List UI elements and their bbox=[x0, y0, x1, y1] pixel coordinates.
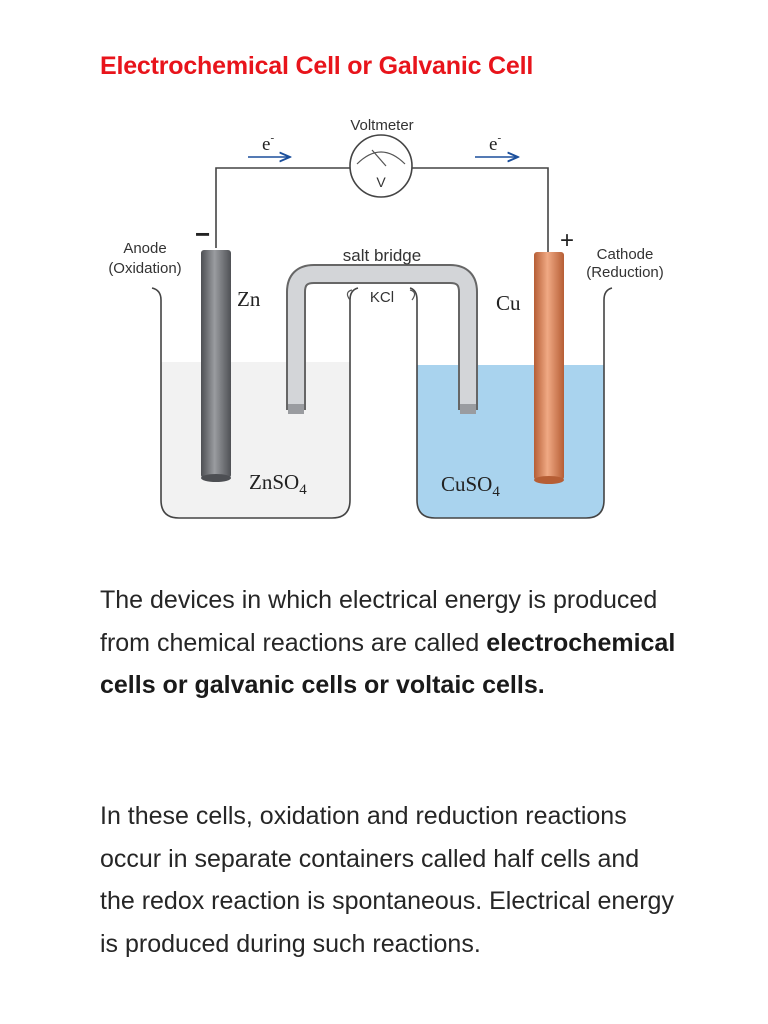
salt-bridge bbox=[286, 264, 478, 414]
znso4-solution bbox=[161, 362, 350, 518]
svg-text:Cathode: Cathode bbox=[597, 246, 654, 263]
zinc-electrode bbox=[201, 250, 231, 478]
svg-text:e-: e- bbox=[489, 132, 501, 155]
electron-flow-left: e- bbox=[248, 132, 290, 157]
salt-bridge-label: salt bridge bbox=[343, 246, 421, 265]
description-paragraph: In these cells, oxidation and reduction … bbox=[100, 802, 674, 958]
svg-text:KCl: KCl bbox=[370, 289, 394, 306]
svg-text:Anode: Anode bbox=[123, 240, 166, 257]
cathode-sign: + bbox=[560, 227, 574, 254]
intro-bold-text: electrochemical cells or galvanic cells … bbox=[100, 628, 676, 700]
left-beaker bbox=[151, 287, 359, 519]
svg-text:(Reduction): (Reduction) bbox=[586, 264, 664, 281]
intro-paragraph: The devices in which electrical energy i… bbox=[100, 579, 680, 707]
svg-text:V: V bbox=[376, 174, 386, 190]
cuso4-label: CuSO4 bbox=[441, 472, 500, 500]
anode-label: Anode (Oxidation) bbox=[108, 240, 181, 277]
galvanic-cell-diagram: e- e- Voltmeter V − + Anode (Oxidation) … bbox=[108, 117, 664, 519]
kcl-label: KCl bbox=[346, 289, 416, 306]
cu-label: Cu bbox=[496, 291, 521, 315]
zn-label: Zn bbox=[237, 287, 261, 311]
external-wire bbox=[215, 167, 549, 252]
right-beaker bbox=[409, 287, 613, 519]
page-title: Electrochemical Cell or Galvanic Cell bbox=[100, 52, 534, 80]
voltmeter: Voltmeter V bbox=[349, 117, 414, 198]
svg-text:(Oxidation): (Oxidation) bbox=[108, 260, 181, 277]
intro-text: The devices in which electrical energy i… bbox=[100, 586, 658, 657]
electron-flow-right: e- bbox=[475, 132, 518, 157]
anode-sign: − bbox=[195, 219, 210, 249]
znso4-label: ZnSO4 bbox=[249, 470, 307, 498]
copper-electrode bbox=[534, 252, 564, 480]
svg-text:Voltmeter: Voltmeter bbox=[350, 117, 413, 134]
svg-text:e-: e- bbox=[262, 132, 274, 155]
cathode-label: Cathode (Reduction) bbox=[586, 246, 664, 281]
